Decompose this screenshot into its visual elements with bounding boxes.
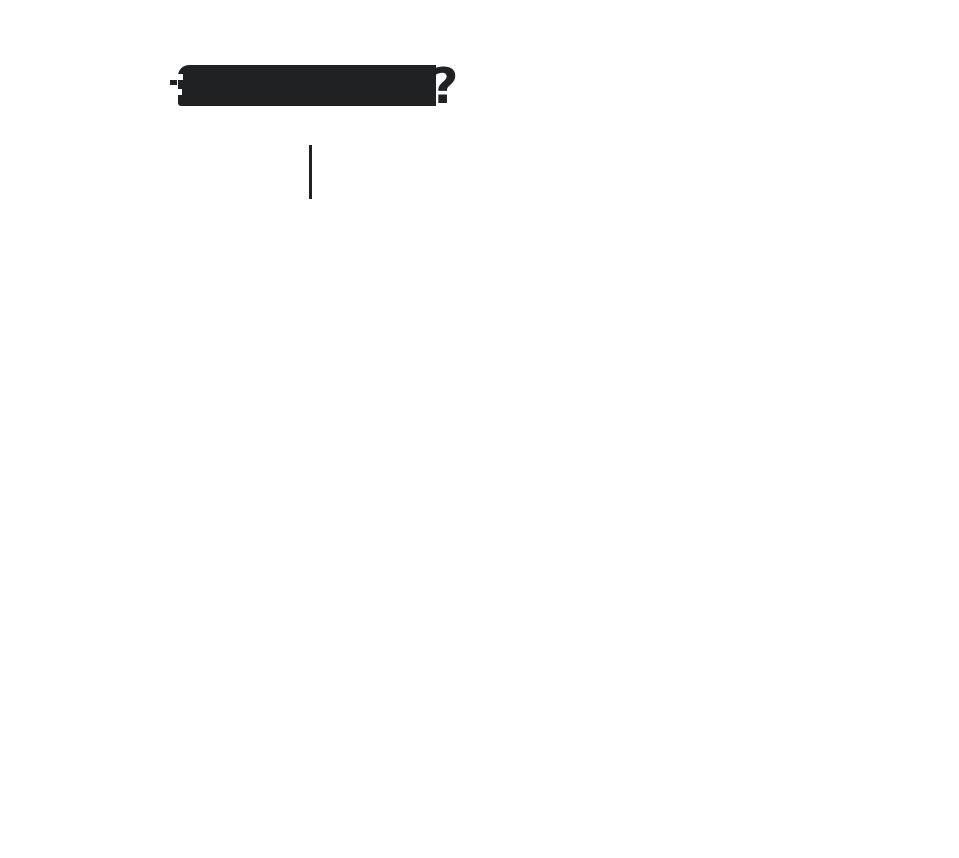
obscured-title-text — [178, 65, 436, 106]
title-question-mark: ? — [430, 58, 459, 115]
text-cursor — [309, 145, 312, 199]
obscured-title-fragment — [170, 80, 177, 85]
page-title: ? — [0, 0, 959, 120]
message-input[interactable] — [151, 133, 471, 207]
